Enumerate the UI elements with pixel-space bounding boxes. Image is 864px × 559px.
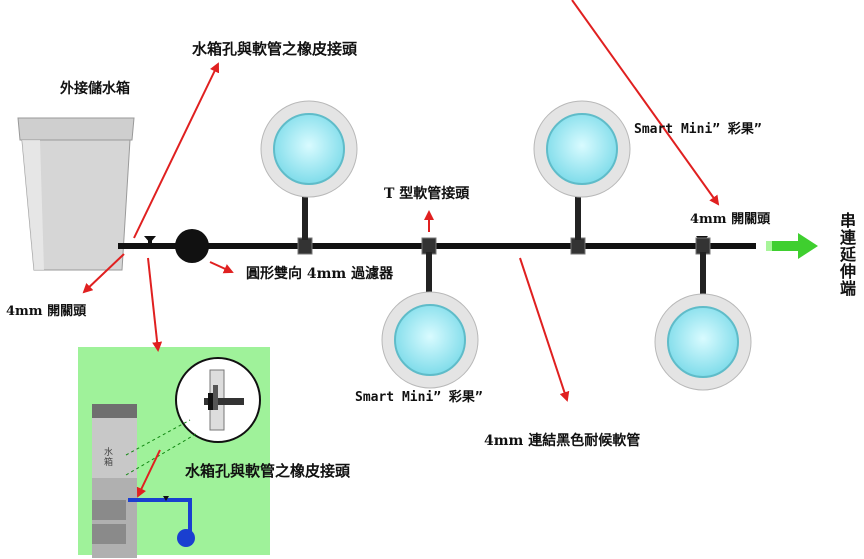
smart-mini-dish xyxy=(654,293,752,391)
smart-mini-dish xyxy=(381,291,479,389)
extend-arrow-icon xyxy=(766,233,818,259)
valve-icon xyxy=(144,236,156,244)
grommet-inset-label: 水箱孔與軟管之橡皮接頭 xyxy=(185,462,351,480)
smart-mini-bottom-label: Smart Mini” 彩果” xyxy=(355,390,483,405)
t-connectors xyxy=(297,190,711,300)
t-connector-label: T 型軟管接頭 xyxy=(384,186,470,202)
inset-tank-text: 水箱 xyxy=(104,448,114,468)
external-water-tank xyxy=(17,117,135,271)
smart-mini-dish xyxy=(533,100,631,198)
annotation-arrows xyxy=(82,0,720,402)
external-tank-label: 外接儲水箱 xyxy=(60,81,130,97)
grommet-detail-inset xyxy=(78,347,270,558)
filter-icon xyxy=(175,229,209,263)
smart-mini-top-label: Smart Mini” 彩果” xyxy=(634,122,762,137)
valve-right-label: 4mm 開關頭 xyxy=(690,212,771,227)
filter-label: 圓形雙向 4mm 過濾器 xyxy=(246,266,394,282)
valve-left-label: 4mm 開關頭 xyxy=(6,304,87,319)
extend-end-label: 串連延伸端 xyxy=(840,211,857,298)
smart-mini-dish xyxy=(260,100,358,198)
grommet-top-label: 水箱孔與軟管之橡皮接頭 xyxy=(192,40,358,58)
hose-label: 4mm 連結黑色耐候軟管 xyxy=(484,433,641,449)
